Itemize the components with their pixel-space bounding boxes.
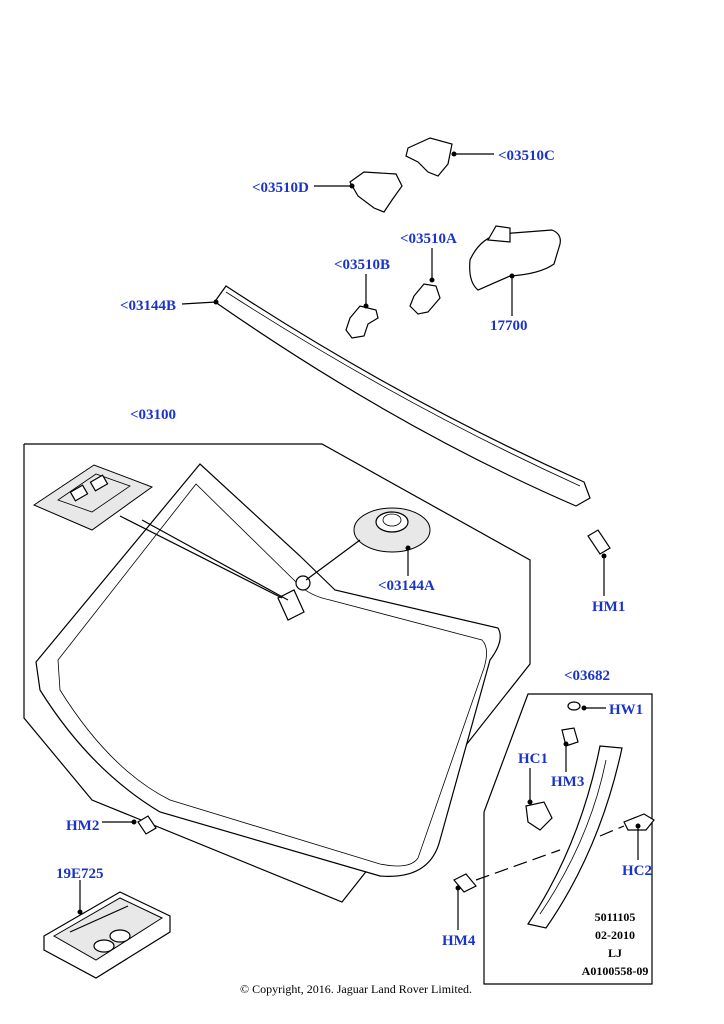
pillar-trim-group-outline — [483, 693, 653, 985]
callout-03510C: <03510C — [498, 148, 555, 164]
callout-19E725: 19E725 — [56, 866, 104, 882]
callout-HC2: HC2 — [622, 863, 652, 879]
callout-17700: 17700 — [490, 318, 528, 334]
ref-model: LJ — [608, 946, 622, 960]
hw1-nut — [567, 701, 581, 711]
ref-illustration-id: A0100558-09 — [582, 964, 649, 978]
interior-mirror-17700 — [469, 229, 561, 291]
windscreen-inner-edge — [57, 483, 487, 867]
callout-HC1: HC1 — [518, 751, 548, 767]
callout-HM1: HM1 — [592, 599, 625, 615]
callout-03510D: <03510D — [252, 180, 309, 196]
callout-03144A: <03144A — [378, 578, 435, 594]
hm2-peg — [137, 815, 157, 835]
hc2-clip — [623, 813, 655, 831]
ref-number: 5011105 — [595, 910, 636, 924]
mirror-cover-03510D — [349, 171, 403, 213]
callout-03510A: <03510A — [400, 231, 457, 247]
callout-HW1: HW1 — [609, 702, 643, 718]
callout-HM4: HM4 — [442, 933, 476, 949]
hm4-clip — [453, 873, 477, 893]
windscreen-glass — [35, 463, 501, 877]
hm1-clip — [587, 529, 611, 555]
callout-03510B: <03510B — [334, 257, 390, 273]
mirror-cover-03510C — [405, 137, 453, 177]
tray-leader-line — [119, 515, 283, 599]
callout-03682: <03682 — [564, 668, 610, 684]
ref-date: 02-2010 — [595, 928, 635, 942]
callout-03144B: <03144B — [120, 298, 176, 314]
copyright-notice: © Copyright, 2016. Jaguar Land Rover Lim… — [240, 982, 472, 996]
callout-HM2: HM2 — [66, 818, 99, 834]
callout-HM3: HM3 — [551, 774, 584, 790]
hc1-clip — [525, 801, 553, 831]
mirror-cover-03510B — [345, 305, 379, 339]
rain-sensor-tray — [32, 464, 154, 531]
mirror-cover-03510A — [409, 283, 441, 315]
callout-03100: <03100 — [130, 407, 176, 423]
top-moulding — [215, 285, 591, 507]
